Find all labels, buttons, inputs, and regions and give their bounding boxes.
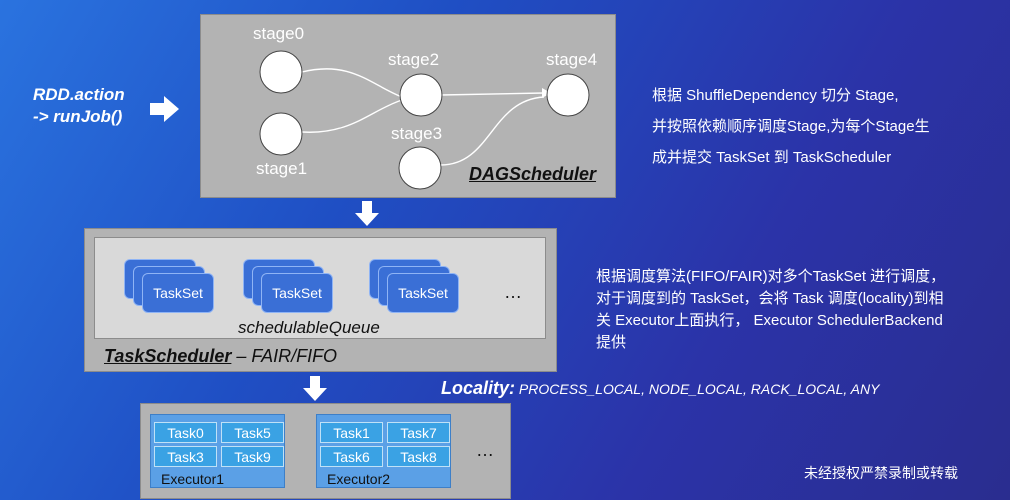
executor-ellipsis: … bbox=[476, 440, 494, 460]
edge-stage1-stage2 bbox=[301, 99, 403, 133]
dag-scheduler-box: stage0 stage1 stage2 stage3 stage4 DAGSc… bbox=[200, 14, 616, 198]
executor-box: Task0 Task5 Task3 Task9 Executor1 bbox=[150, 414, 285, 488]
edge-stage0-stage2 bbox=[301, 68, 403, 98]
copyright-note: 未经授权严禁录制或转载 bbox=[804, 465, 958, 481]
task-cell: Task8 bbox=[387, 446, 450, 467]
task-cell: Task0 bbox=[154, 422, 217, 443]
task-cell: Task1 bbox=[320, 422, 383, 443]
task-cell: Task7 bbox=[387, 422, 450, 443]
executor-name: Executor1 bbox=[161, 471, 225, 487]
stage4-node bbox=[546, 73, 590, 117]
task-scheduler-title: TaskScheduler – FAIR/FIFO bbox=[104, 346, 337, 367]
taskset-card: TaskSet bbox=[142, 273, 214, 313]
edge-stage3-stage4 bbox=[440, 96, 545, 166]
task-cell: Task5 bbox=[221, 422, 284, 443]
dag-desc-line: 根据 ShuffleDependency 切分 Stage, bbox=[652, 87, 899, 104]
right-arrow-icon bbox=[150, 96, 179, 122]
stage4-label: stage4 bbox=[546, 50, 598, 69]
task-cell: Task6 bbox=[320, 446, 383, 467]
taskset-stack: TaskSet bbox=[124, 259, 224, 319]
task-scheduler-mode: – FAIR/FIFO bbox=[231, 346, 338, 366]
edge-stage2-stage4 bbox=[440, 92, 545, 96]
locality-values: PROCESS_LOCAL, NODE_LOCAL, RACK_LOCAL, A… bbox=[515, 381, 880, 397]
stage3-node bbox=[398, 146, 442, 190]
rdd-action-line2: -> runJob() bbox=[33, 107, 123, 126]
locality-line: Locality: PROCESS_LOCAL, NODE_LOCAL, RAC… bbox=[441, 378, 879, 399]
ts-desc-line: 对于调度到的 TaskSet，会将 Task 调度(locality)到相 bbox=[596, 290, 944, 307]
down-arrow-icon bbox=[303, 376, 327, 401]
dag-desc-line: 并按照依赖顺序调度Stage,为每个Stage生 bbox=[652, 118, 930, 135]
executor-name: Executor2 bbox=[327, 471, 391, 487]
ts-desc-line: 提供 bbox=[596, 334, 627, 351]
executor-box: Task1 Task7 Task6 Task8 Executor2 bbox=[316, 414, 451, 488]
taskset-card: TaskSet bbox=[387, 273, 459, 313]
locality-label: Locality: bbox=[441, 378, 516, 398]
task-scheduler-description: 根据调度算法(FIFO/FAIR)对多个TaskSet 进行调度， 对于调度到的… bbox=[596, 266, 945, 354]
taskset-ellipsis: … bbox=[504, 282, 522, 302]
task-scheduler-name: TaskScheduler bbox=[104, 346, 232, 366]
taskset-card: TaskSet bbox=[261, 273, 333, 313]
stage1-node bbox=[259, 112, 303, 156]
rdd-action-label: RDD.action -> runJob() bbox=[33, 84, 125, 128]
stage1-label: stage1 bbox=[256, 159, 308, 178]
stage2-node bbox=[399, 73, 443, 117]
dag-description: 根据 ShuffleDependency 切分 Stage, 并按照依赖顺序调度… bbox=[652, 80, 930, 173]
taskset-stack: TaskSet bbox=[369, 259, 469, 319]
stage2-label: stage2 bbox=[388, 50, 440, 69]
down-arrow-icon bbox=[355, 201, 379, 226]
task-cell: Task3 bbox=[154, 446, 217, 467]
stage0-label: stage0 bbox=[253, 24, 305, 43]
dag-desc-line: 成并提交 TaskSet 到 TaskScheduler bbox=[652, 149, 892, 166]
schedulable-queue-label: schedulableQueue bbox=[238, 318, 380, 337]
rdd-action-line1: RDD.action bbox=[33, 85, 125, 104]
ts-desc-line: 根据调度算法(FIFO/FAIR)对多个TaskSet 进行调度， bbox=[596, 268, 946, 285]
ts-desc-line: 关 Executor上面执行， Executor SchedulerBacken… bbox=[596, 312, 943, 329]
task-cell: Task9 bbox=[221, 446, 284, 467]
taskset-stack: TaskSet bbox=[243, 259, 343, 319]
dag-scheduler-title: DAGScheduler bbox=[469, 164, 597, 184]
stage0-node bbox=[259, 50, 303, 94]
dag-graph bbox=[259, 50, 590, 190]
stage3-label: stage3 bbox=[391, 124, 443, 143]
